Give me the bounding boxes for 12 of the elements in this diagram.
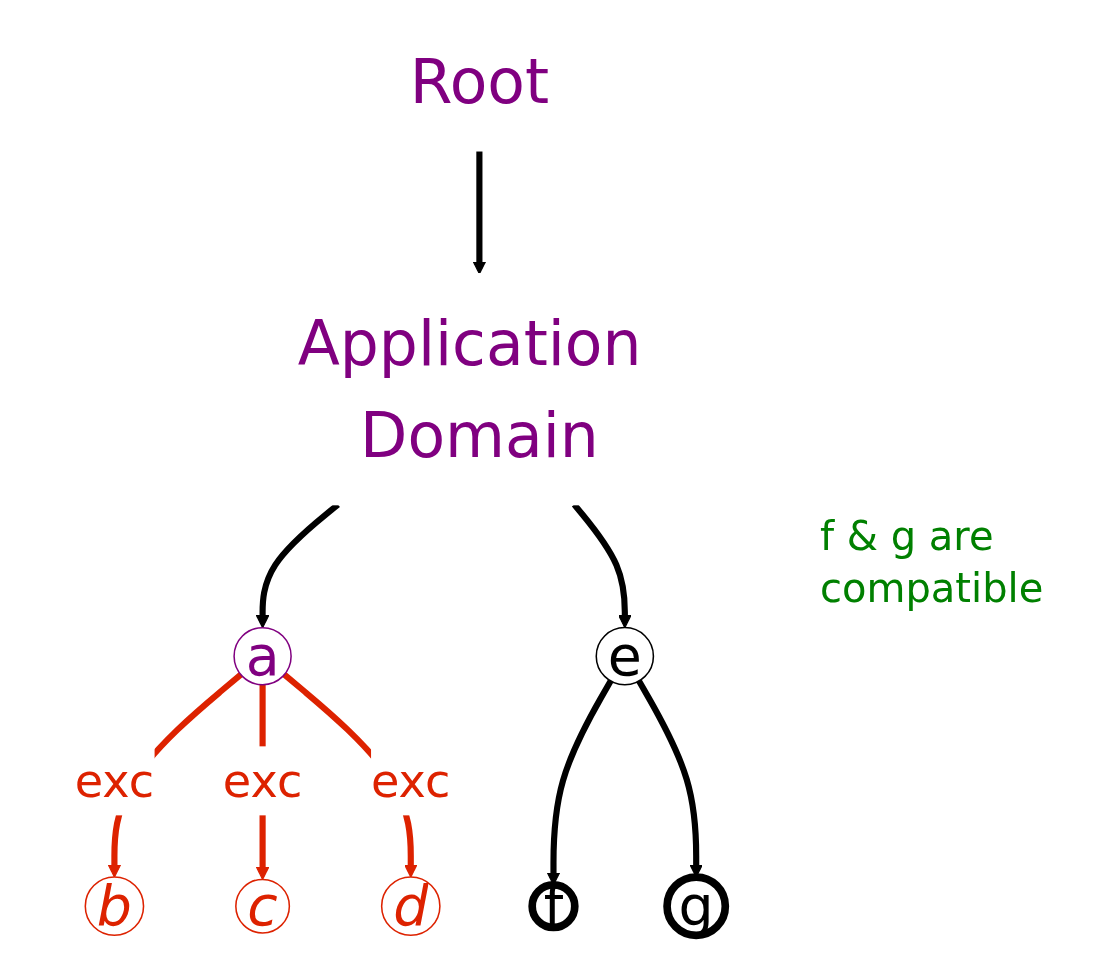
arrow: [472, 150, 487, 275]
node-text: Root: [409, 46, 550, 117]
node-circle: c: [235, 878, 291, 934]
node-circle: b: [84, 876, 145, 937]
node-circle: a: [233, 626, 292, 686]
node-text: Application Domain: [297, 307, 642, 471]
edge-label: exc: [222, 753, 303, 808]
edge-label: exc: [74, 753, 155, 808]
node-circle: e: [595, 626, 655, 686]
edge-label: exc: [371, 753, 451, 808]
node-circle: d: [380, 876, 441, 937]
note-text: f & g are compatible: [820, 512, 1045, 613]
